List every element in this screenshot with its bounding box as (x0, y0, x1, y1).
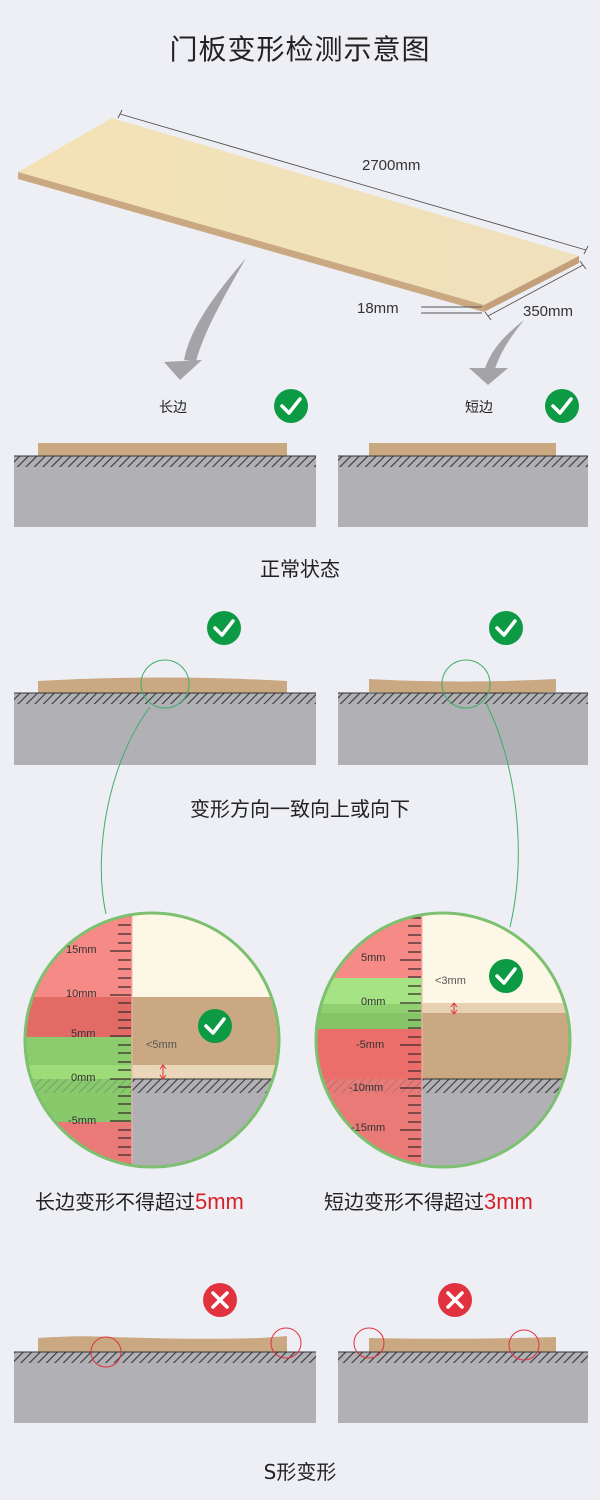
uniform-long-diagram (14, 659, 316, 765)
uniform-deformation-caption: 变形方向一致向上或向下 (190, 797, 410, 821)
width-dimension: 350mm (523, 303, 574, 320)
check-circle-icon (198, 1009, 232, 1043)
ruler-label: 15mm (66, 944, 97, 956)
zoom-connector-long (100, 706, 151, 915)
arrow-to-short-side-icon (469, 320, 524, 385)
long-side-label: 长边 (159, 400, 187, 416)
uniform-short-diagram (338, 659, 588, 765)
ruler-label: -15mm (351, 1122, 386, 1134)
x-circle-icon (438, 1283, 472, 1317)
ruler-label: 5mm (71, 1028, 96, 1040)
zoom-connector-short (485, 702, 519, 928)
check-circle-icon (274, 389, 308, 423)
long-limit-text: 长边变形不得超过 (35, 1190, 195, 1214)
x-circle-icon (203, 1283, 237, 1317)
long-edge-limit: 长边变形不得超过5mm (35, 1186, 244, 1215)
ruler-label: 0mm (71, 1072, 96, 1084)
normal-short-diagram (338, 443, 588, 527)
check-circle-icon (207, 611, 241, 645)
short-limit-value: 3mm (484, 1189, 533, 1214)
ruler-label: 10mm (66, 988, 97, 1000)
check-circle-icon (489, 611, 523, 645)
thickness-dimension: 18mm (357, 300, 399, 317)
normal-long-diagram (14, 443, 316, 527)
tolerance-label-short: <3mm (435, 975, 466, 987)
page-title: 门板变形检测示意图 (169, 33, 431, 66)
ruler-label: -10mm (349, 1082, 384, 1094)
short-edge-limit: 短边变形不得超过3mm (324, 1186, 533, 1215)
ruler-label: -5mm (68, 1115, 97, 1127)
check-circle-icon (489, 959, 523, 993)
s-shape-short-diagram (338, 1327, 588, 1423)
board-3d (18, 109, 589, 321)
short-limit-text: 短边变形不得超过 (324, 1190, 484, 1214)
length-dimension: 2700mm (362, 157, 421, 174)
long-limit-value: 5mm (195, 1189, 244, 1214)
zoom-ring-long (23, 911, 281, 1169)
ruler-label: 5mm (361, 952, 386, 964)
s-shape-long-diagram (14, 1327, 316, 1423)
arrow-to-long-side-icon (164, 258, 246, 380)
ruler-label: -5mm (356, 1039, 385, 1051)
check-circle-icon (545, 389, 579, 423)
zoom-circle-long (25, 913, 279, 1167)
tolerance-label-long: <5mm (146, 1039, 177, 1051)
ruler-label: 0mm (361, 996, 386, 1008)
zoom-ring-short (314, 911, 572, 1169)
s-shape-caption: S形变形 (263, 1460, 337, 1484)
short-side-label: 短边 (465, 400, 493, 416)
normal-state-caption: 正常状态 (260, 557, 340, 581)
zoom-circle-short (316, 913, 570, 1167)
